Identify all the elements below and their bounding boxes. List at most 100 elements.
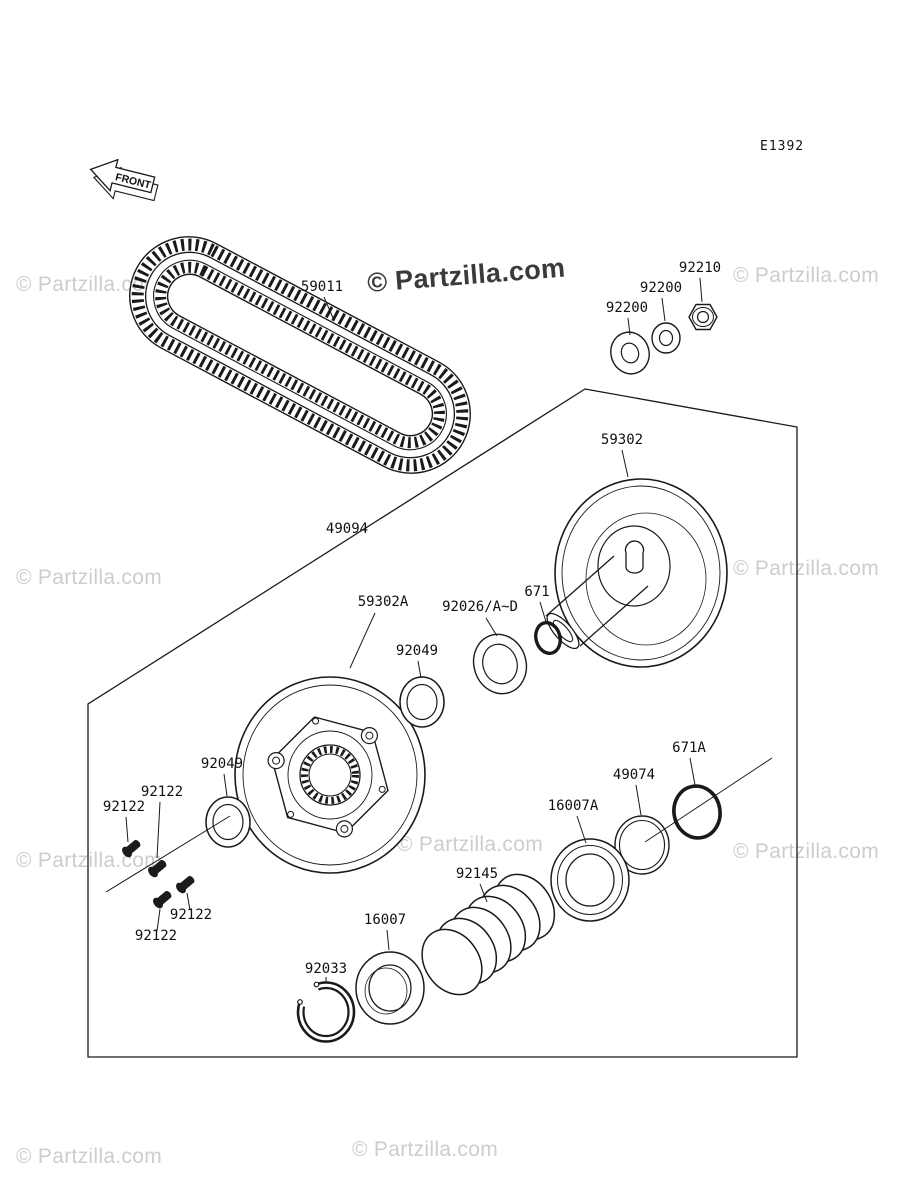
spring-seat-16007A [550, 838, 630, 922]
leader-line [689, 757, 696, 786]
leader-line [576, 815, 587, 844]
shim-92026 [472, 633, 528, 695]
plate-pin [378, 785, 386, 793]
part-label-92145: 92145 [456, 866, 498, 882]
part-label-92122: 92122 [103, 799, 145, 815]
fixed-sheave [545, 478, 728, 668]
washer-92200-small [651, 322, 681, 354]
sheave-rim [561, 485, 721, 661]
leader-line [125, 816, 129, 843]
part-label-59302A: 59302A [358, 594, 409, 610]
part-label-92026: 92026/A~D [442, 599, 518, 615]
leader-line [635, 784, 642, 816]
plate-pin [287, 810, 295, 818]
keyhole-slot [624, 540, 645, 574]
lobe-pin [340, 824, 349, 833]
pointer-line-right [644, 757, 773, 843]
hex-nut-92210 [688, 303, 718, 331]
spline-teeth [301, 746, 359, 804]
pointer-line-left [105, 815, 231, 893]
part-label-92210: 92210 [679, 260, 721, 276]
leader-line [485, 617, 498, 637]
plate-49074 [614, 815, 670, 875]
lobe-pin [272, 756, 281, 765]
part-label-92122: 92122 [141, 784, 183, 800]
part-label-92200: 92200 [606, 300, 648, 316]
part-label-671: 671 [524, 584, 549, 600]
drive-belt [129, 236, 471, 474]
o-ring-671 [534, 621, 562, 655]
leader-line [621, 449, 629, 478]
part-label-59011: 59011 [301, 279, 343, 295]
part-label-16007A: 16007A [548, 798, 599, 814]
part-label-92049: 92049 [201, 756, 243, 772]
sheave-cone [585, 512, 707, 646]
leader-lines [125, 277, 703, 983]
nut-hex [688, 303, 718, 331]
shaft-edge [579, 585, 649, 647]
belt-band-inner [153, 259, 447, 451]
nut-chamfer [692, 307, 714, 327]
nut-bore [696, 310, 710, 324]
belt-inner-edge [166, 273, 434, 437]
seal-92049-upper [399, 676, 445, 728]
watermark: © Partzilla.com [16, 273, 162, 296]
spline-bore [308, 753, 352, 797]
watermark-main: © Partzilla.com [366, 253, 566, 298]
part-label-59302: 59302 [601, 432, 643, 448]
lobe-hole [267, 751, 285, 770]
part-label-92200: 92200 [640, 280, 682, 296]
watermark: © Partzilla.com [352, 1138, 498, 1161]
lobe-hole [360, 726, 378, 745]
spring-coil [421, 928, 483, 996]
shaft-end [546, 612, 580, 650]
leader-line [349, 612, 376, 669]
circlip-inner [302, 986, 350, 1038]
shaft-edge [545, 555, 615, 617]
circlip-92033 [296, 981, 356, 1043]
watermark: © Partzilla.com [16, 1145, 162, 1168]
watermark: © Partzilla.com [733, 264, 879, 287]
leader-line [156, 801, 161, 859]
bolt-92122 [174, 873, 197, 896]
seal-92049-lower [205, 796, 251, 848]
part-label-92122: 92122 [170, 907, 212, 923]
belt-outer-edge [129, 236, 471, 474]
front-arrow: FRONT [89, 158, 159, 202]
circlip-ear [313, 981, 320, 988]
part-label-16007: 16007 [364, 912, 406, 928]
diagram-code: E1392 [760, 139, 804, 154]
watermark: © Partzilla.com [16, 566, 162, 589]
front-arrow-body [89, 158, 156, 194]
lobe-pin [365, 731, 374, 740]
assembly-box [87, 388, 798, 1058]
plate-pin [312, 717, 320, 725]
part-label-49074: 49074 [613, 767, 655, 783]
watermark: © Partzilla.com [16, 849, 162, 872]
leader-line [186, 892, 191, 911]
belt-outer-teeth [131, 238, 469, 472]
part-labels: 59011 92200 92200 92210 59302 49094 5930… [103, 260, 721, 977]
part-label-92049: 92049 [396, 643, 438, 659]
leader-line [479, 883, 488, 903]
part-label-671A: 671A [672, 740, 706, 756]
leader-line [323, 296, 334, 319]
watermark: © Partzilla.com [397, 833, 543, 856]
spring-92145 [421, 873, 556, 996]
leader-line [156, 908, 161, 932]
circlip-ear [297, 999, 303, 1005]
leader-line [223, 773, 228, 797]
leader-line [699, 277, 703, 303]
leader-line [627, 317, 631, 336]
watermark: © Partzilla.com [733, 840, 879, 863]
part-label-92033: 92033 [305, 961, 347, 977]
spring-seat-16007 [355, 951, 425, 1025]
movable-sheave [234, 676, 426, 874]
watermarks-light: © Partzilla.com © Partzilla.com © Partzi… [16, 264, 879, 1168]
lobe-hole [335, 820, 353, 838]
leader-line [417, 660, 422, 679]
o-ring-671A [672, 784, 722, 840]
leader-line [661, 297, 666, 322]
